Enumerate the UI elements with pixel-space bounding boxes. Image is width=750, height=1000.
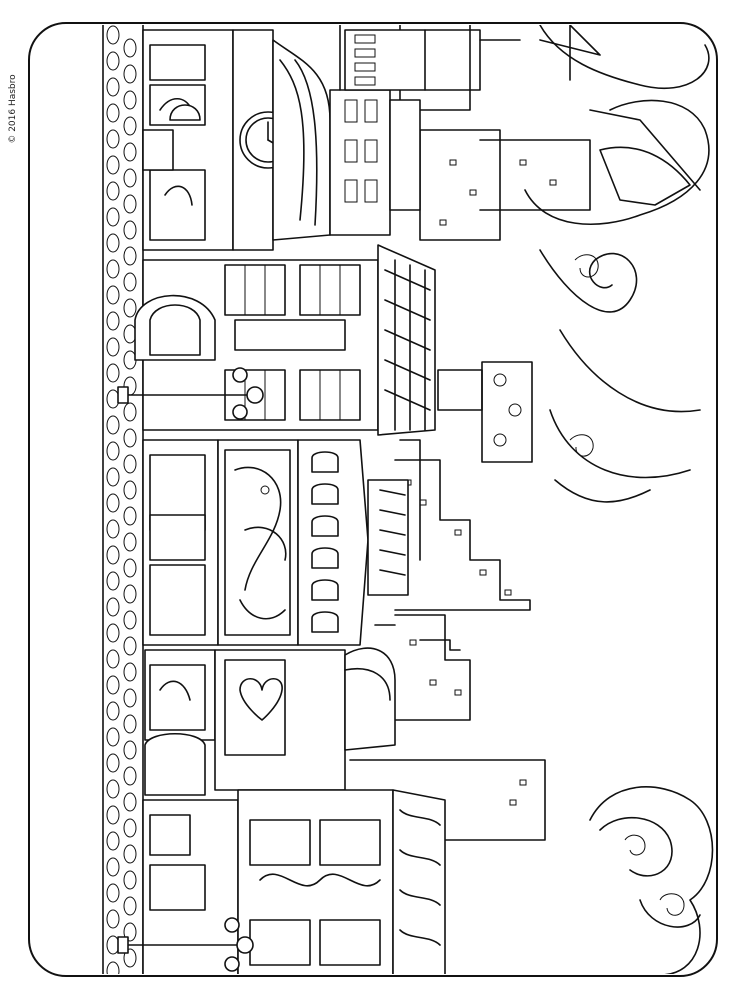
building-corner-bottom bbox=[117, 789, 446, 974]
swirl-cloud-top bbox=[524, 25, 710, 503]
building-boutique bbox=[142, 439, 409, 646]
building-heart-sign bbox=[144, 647, 396, 796]
building-clock-tower bbox=[142, 25, 521, 251]
copyright-notice: © 2016 Hasbro bbox=[8, 74, 18, 144]
building-two-storey bbox=[117, 244, 533, 463]
sidewalk bbox=[102, 25, 144, 974]
swirl-cloud-bottom bbox=[589, 786, 714, 974]
cobblestones bbox=[106, 25, 137, 974]
rounded-page-border bbox=[28, 22, 718, 977]
